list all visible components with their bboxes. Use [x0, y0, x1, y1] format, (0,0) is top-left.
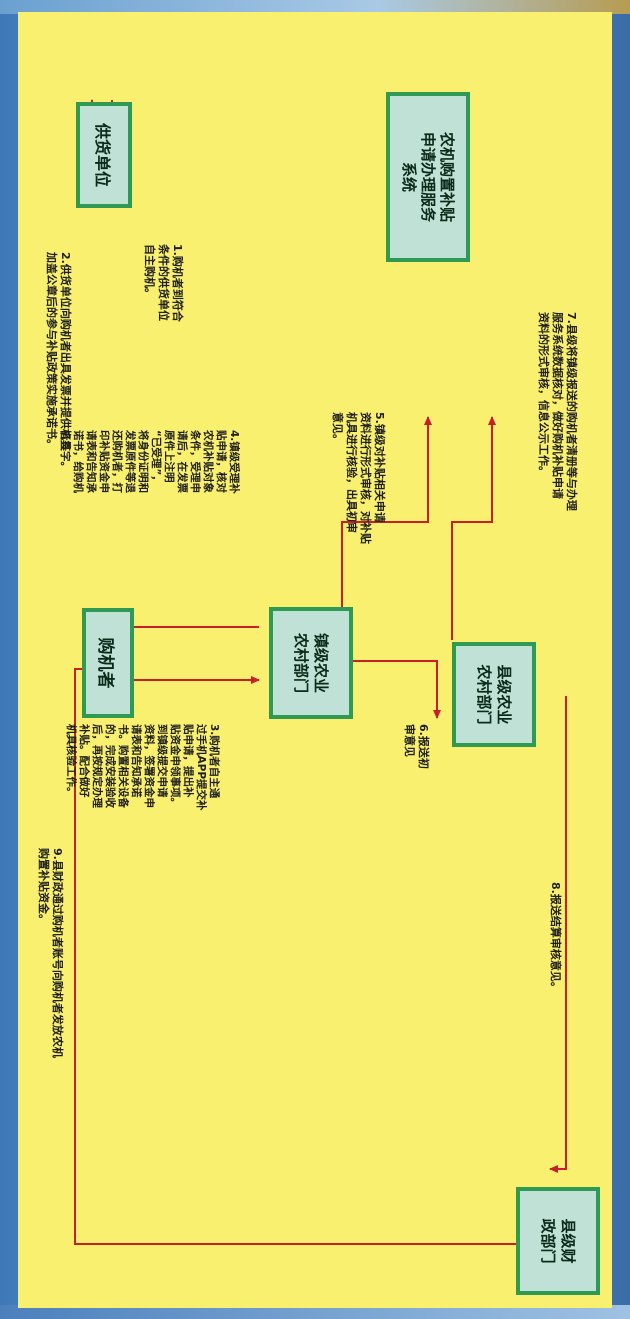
arrow-town-to-system: [341, 416, 432, 607]
step-6-text: 6.报送初 审意见: [403, 724, 430, 769]
step-9-text: 9.县财政通过购机者账号向购机者发放农机 购置补贴资金。: [37, 848, 64, 1058]
node-county-finance: 县级财 政部门: [516, 1187, 600, 1295]
node-county-agri-label: 县级农业 农村部门: [475, 664, 513, 725]
arrow-county-agri-to-finance: [549, 696, 567, 1173]
step-4-text: 4.镇级受理补 贴申请，核对 农机补贴对象 条件，受理申 请后，在发票 原件上注…: [59, 430, 240, 494]
arrow-county-agri-to-system: [451, 416, 496, 640]
step-7-text: 7.县级将镇级报送的购机者清册等与办理 服务系统数据核对，做好购机补贴申请 资料…: [537, 312, 578, 511]
node-town-label: 镇级农业 农村部门: [292, 632, 330, 693]
step-8-text: 8.报送结算审核意见。: [549, 882, 562, 993]
arrow-town-to-county-agri: [353, 660, 441, 719]
flow-canvas: 供货单位 农机购置补贴 申请办理服务 系统 购机者 镇级农业 农村部门 县级农业…: [18, 12, 612, 1308]
node-supplier: 供货单位: [76, 102, 132, 208]
step-1-text: 1.购机者到符合 条件的供货单位 自主购机。: [143, 244, 184, 322]
node-system-label: 农机购置补贴 申请办理服务 系统: [400, 131, 457, 222]
node-town: 镇级农业 农村部门: [269, 607, 353, 719]
frame-bottom-edge: [0, 1305, 630, 1319]
node-county-finance-label: 县级财 政部门: [539, 1218, 577, 1264]
frame-top-edge: [0, 0, 630, 14]
step-5-text: 5.镇级对补贴相关申请 资料进行形式审核，对补贴 机具进行核验，出具初审 意见。: [331, 412, 386, 544]
step-3-text: 3.购机者自主通 过手机APP提交补 贴申请，提出补 贴资金申领事项。 到镇级提…: [65, 724, 220, 811]
node-system: 农机购置补贴 申请办理服务 系统: [386, 92, 470, 262]
node-county-agri: 县级农业 农村部门: [452, 642, 536, 747]
node-supplier-label: 供货单位: [93, 122, 112, 187]
